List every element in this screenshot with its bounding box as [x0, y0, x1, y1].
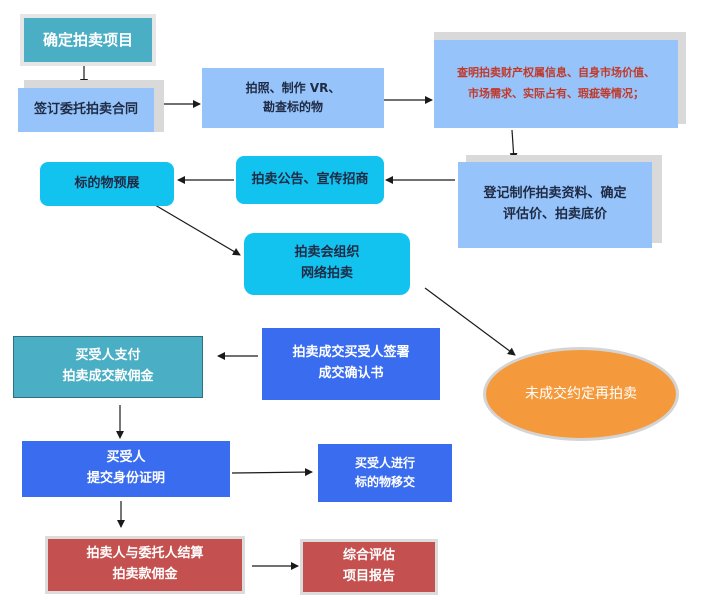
node-unsold: 未成交约定再拍卖	[483, 347, 679, 441]
node-confirm-sign: 拍卖成交买受人签署 成交确认书	[262, 328, 440, 400]
node-transfer-label-2: 标的物移交	[354, 475, 415, 489]
node-check-info: 查明拍卖财产权属信息、自身市场价值、 市场需求、实际占有、瑕疵等情况；	[434, 40, 678, 128]
arrow-id-to-transfer	[231, 468, 313, 477]
node-photo-vr-label-2: 勘查标的物	[262, 100, 323, 114]
node-register-label-1: 登记制作拍卖资料、确定	[483, 186, 627, 202]
node-announce: 拍卖公告、宣传招商	[236, 156, 384, 204]
node-settle: 拍卖人与委托人结算 拍卖款佣金	[45, 536, 245, 594]
node-id-label-1: 买受人	[106, 450, 146, 466]
node-register: 登记制作拍卖资料、确定 评估价、拍卖底价	[458, 162, 652, 248]
node-pay-label-1: 买受人支付	[75, 348, 141, 364]
node-settle-label-1: 拍卖人与委托人结算	[86, 546, 204, 562]
node-report-label-2: 项目报告	[342, 569, 395, 584]
node-transfer-label-1: 买受人进行	[354, 455, 415, 470]
node-sign-contract: 签订委托拍卖合同	[18, 88, 154, 132]
arrow-preview-to-organize	[154, 204, 241, 256]
node-confirm-sign-label-1: 拍卖成交买受人签署	[292, 345, 410, 361]
node-confirm-project: 确定拍卖项目	[20, 14, 156, 66]
node-register-label-2: 评估价、拍卖底价	[502, 207, 607, 222]
node-sign-contract-label: 签订委托拍卖合同	[33, 101, 138, 117]
node-settle-label-2: 拍卖款佣金	[112, 567, 178, 582]
node-confirm-sign-label-2: 成交确认书	[318, 366, 384, 381]
node-transfer: 买受人进行 标的物移交	[318, 444, 452, 502]
node-id-label-2: 提交身份证明	[86, 471, 165, 486]
node-check-info-label-2: 市场需求、实际占有、瑕疵等情况；	[468, 87, 644, 100]
node-announce-label: 拍卖公告、宣传招商	[251, 171, 369, 187]
node-report: 综合评估 项目报告	[300, 539, 438, 595]
node-preview: 标的物预展	[40, 162, 174, 206]
node-confirm-project-label: 确定拍卖项目	[42, 31, 133, 49]
node-organize-label-1: 拍卖会组织	[294, 245, 360, 261]
node-organize: 拍卖会组织 网络拍卖	[244, 233, 410, 295]
node-pay: 买受人支付 拍卖成交款佣金	[13, 336, 203, 398]
node-organize-label-2: 网络拍卖	[300, 266, 353, 281]
node-photo-vr-label-1: 拍照、制作 VR、	[245, 80, 341, 95]
node-preview-label: 标的物预展	[74, 175, 140, 191]
node-unsold-label: 未成交约定再拍卖	[525, 385, 637, 402]
node-photo-vr: 拍照、制作 VR、 勘查标的物	[202, 68, 384, 128]
node-report-label-1: 综合评估	[342, 548, 395, 564]
arrow-organize-to-unsold	[424, 287, 516, 356]
node-check-info-label-1: 查明拍卖财产权属信息、自身市场价值、	[457, 66, 655, 80]
node-id: 买受人 提交身份证明	[22, 441, 230, 497]
node-pay-label-2: 拍卖成交款佣金	[62, 369, 154, 384]
